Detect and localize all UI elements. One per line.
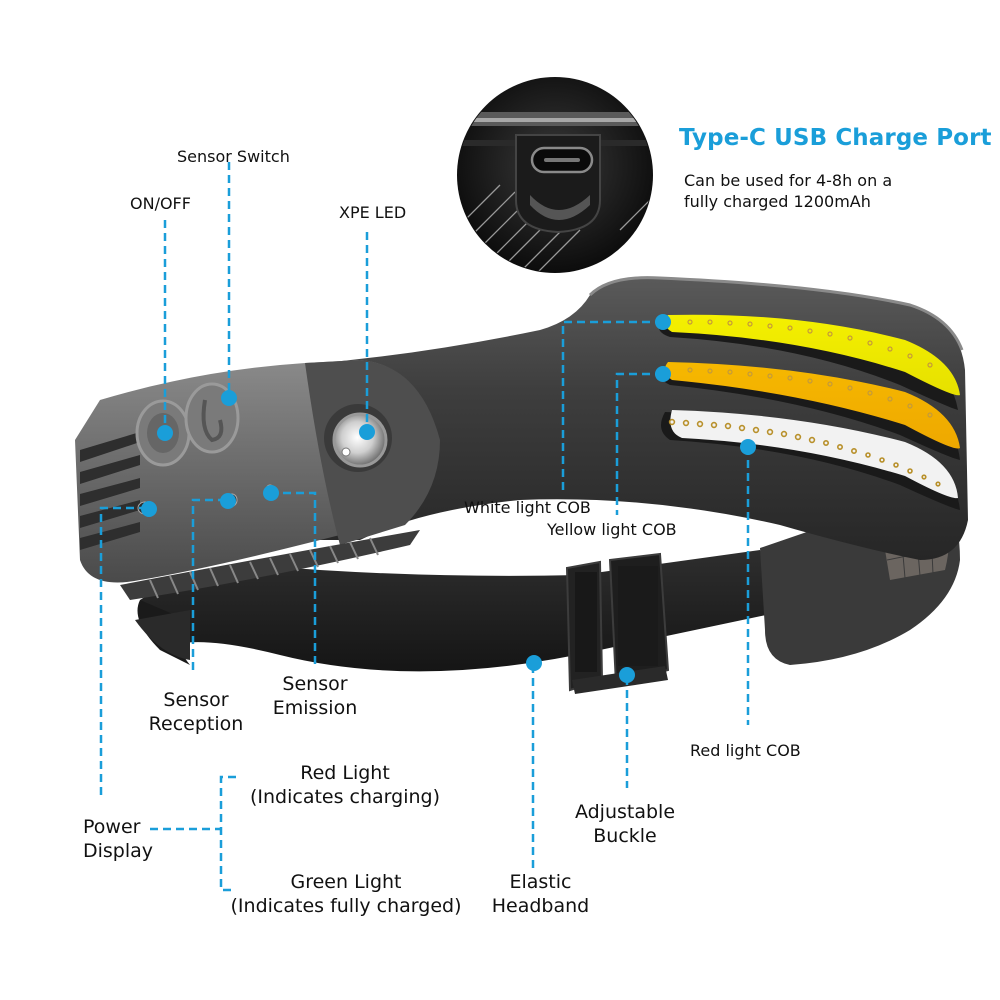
adjustable-buckle xyxy=(565,552,670,694)
label-white-light-cob: White light COB xyxy=(464,498,591,517)
charge-port-desc-line2: fully charged 1200mAh xyxy=(684,192,871,211)
callout-dots xyxy=(141,314,756,683)
charge-port-desc-line1: Can be used for 4-8h on a xyxy=(684,171,893,190)
label-yellow-light-cob: Yellow light COB xyxy=(547,520,677,539)
label-sensor-emission: Sensor Emission xyxy=(272,673,358,719)
label-power-display: Power Display xyxy=(83,816,154,862)
callout-lines xyxy=(99,162,750,892)
charge-port-description: Can be used for 4-8h on a fully charged … xyxy=(684,170,892,212)
label-green-light-indicator: Green Light (Indicates fully charged) xyxy=(230,871,462,917)
label-sensor-reception: Sensor Reception xyxy=(148,689,244,735)
xpe-led-lens xyxy=(332,412,388,468)
control-housing xyxy=(75,360,440,660)
label-adjustable-buckle: Adjustable Buckle xyxy=(574,801,676,847)
label-elastic-headband: Elastic Headband xyxy=(491,871,590,917)
cob-led-band xyxy=(300,276,968,560)
usb-c-port-closeup xyxy=(457,77,653,273)
charge-port-title: Type-C USB Charge Port xyxy=(679,125,992,151)
label-xpe-led: XPE LED xyxy=(339,203,407,222)
label-on-off: ON/OFF xyxy=(130,194,191,213)
label-red-light-indicator: Red Light (Indicates charging) xyxy=(249,762,441,808)
label-red-light-cob: Red light COB xyxy=(690,741,801,760)
label-sensor-switch: Sensor Switch xyxy=(177,147,290,166)
